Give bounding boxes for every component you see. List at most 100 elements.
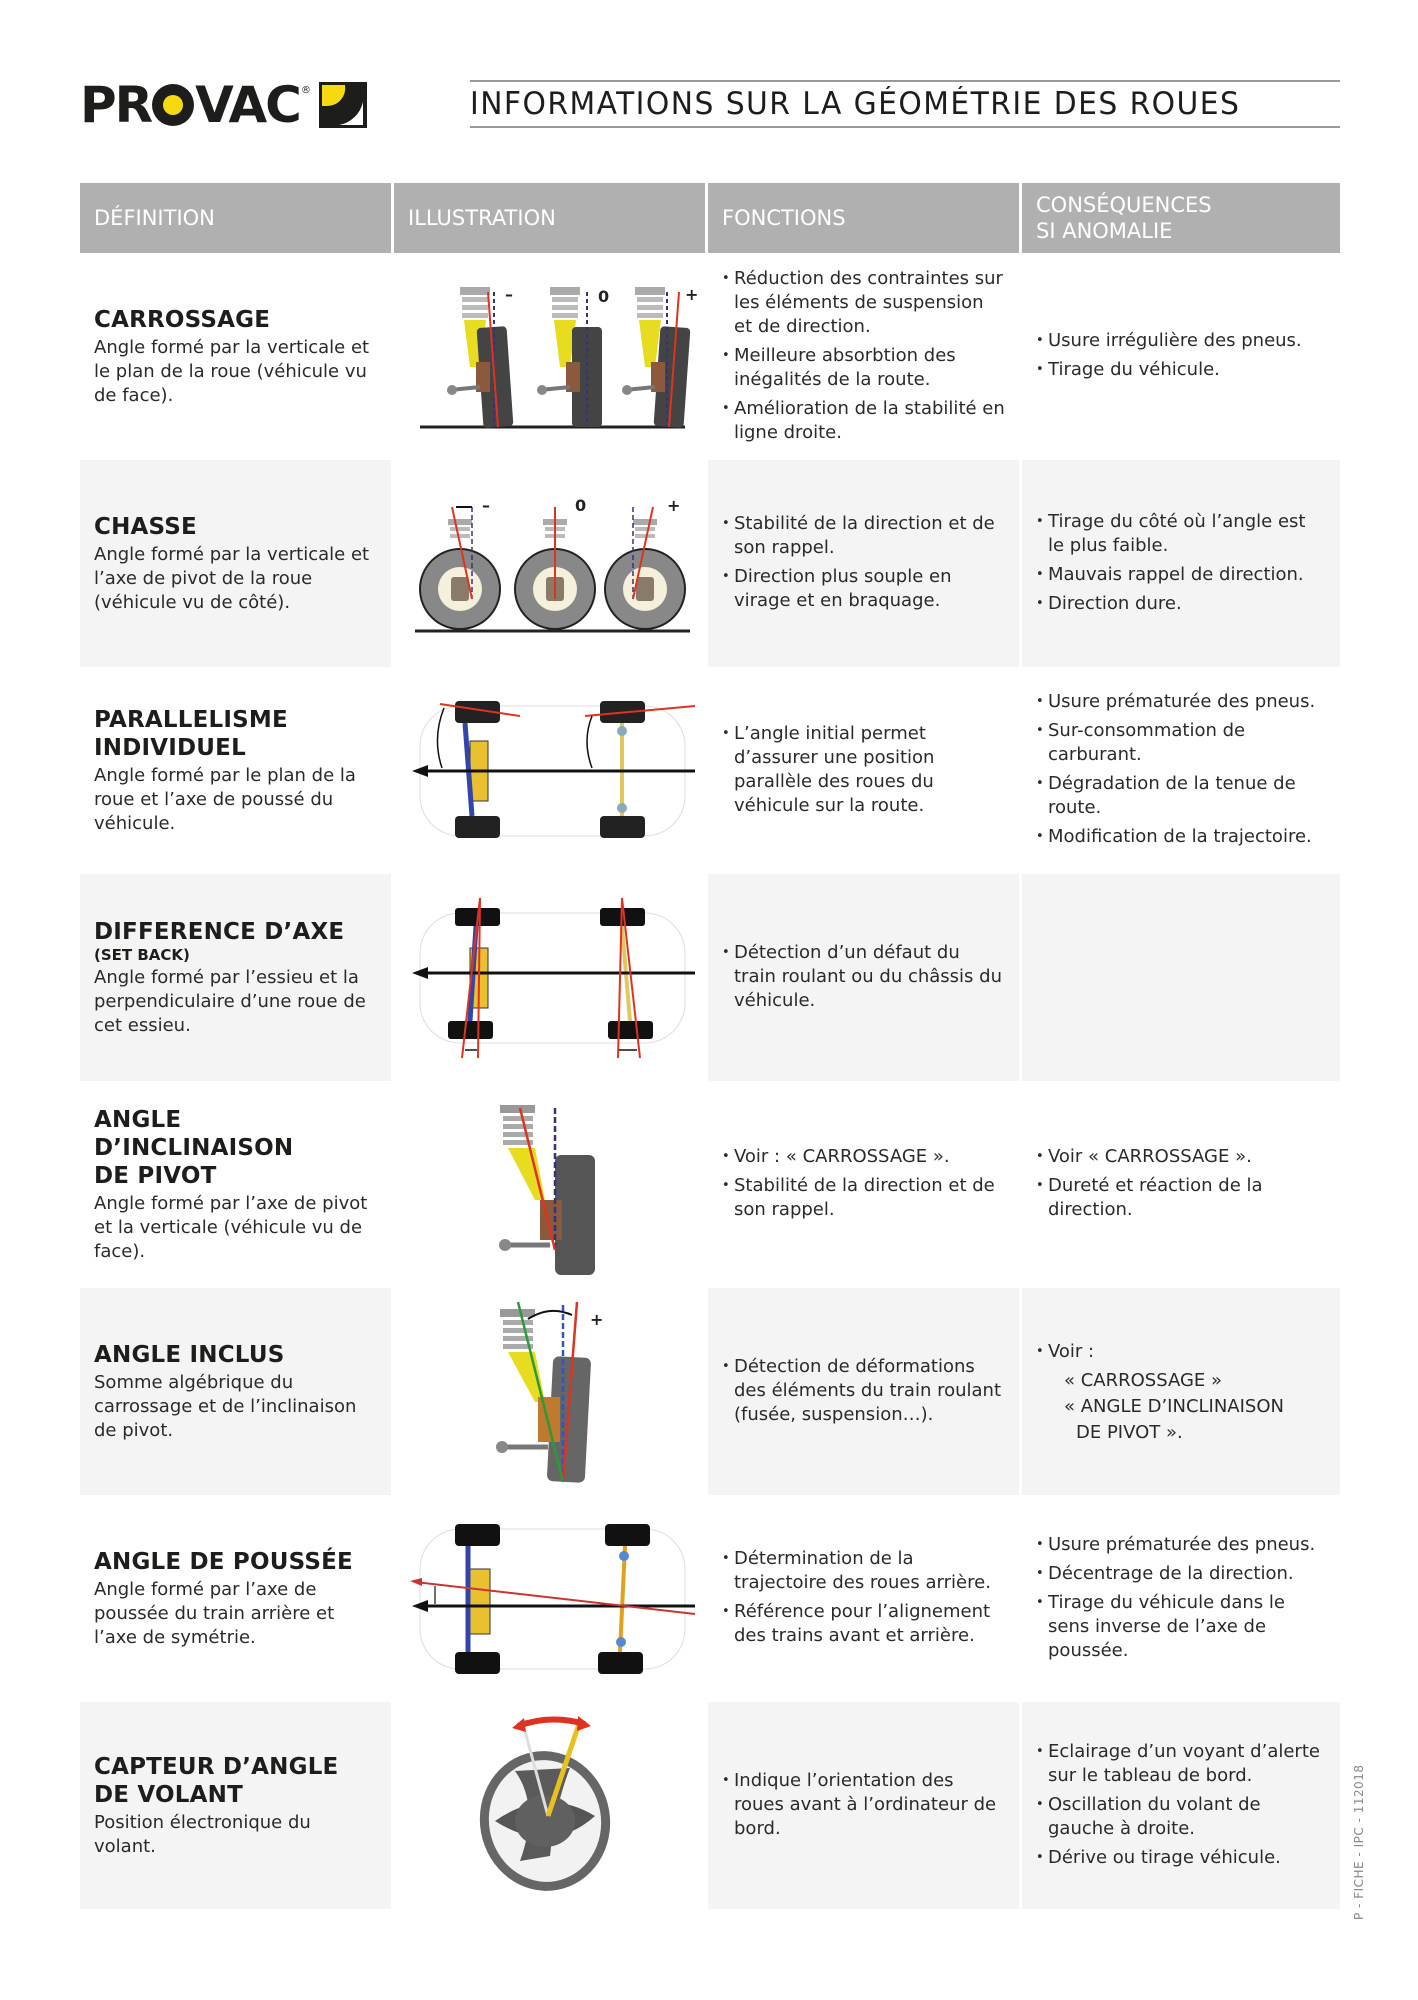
functions-list: Indique l’orientation des roues avant à … xyxy=(722,1766,1005,1846)
functions-cell: Détermination de la trajectoire des roue… xyxy=(708,1495,1022,1702)
row-title: ANGLE DE POUSSÉE xyxy=(94,1548,353,1575)
function-item: Détection de déformations des éléments d… xyxy=(722,1355,1005,1427)
row-title: PARALLELISME INDIVIDUEL xyxy=(94,706,288,761)
consequences-cell: Voir « CARROSSAGE ». Dureté et réaction … xyxy=(1022,1081,1340,1288)
function-item: Réduction des contraintes sur les élémen… xyxy=(722,267,1005,339)
function-item: Référence pour l’alignement des trains a… xyxy=(722,1600,1005,1648)
consequences-list: Usure prématurée des pneus. Décentrage d… xyxy=(1036,1530,1326,1668)
thrust-angle-diagram-icon xyxy=(409,1523,695,1674)
definition-cell: PARALLELISME INDIVIDUEL Angle formé par … xyxy=(80,667,394,874)
row-title: CAPTEUR D’ANGLE DE VOLANT xyxy=(94,1753,339,1808)
functions-list: L’angle initial permet d’assurer une pos… xyxy=(722,719,1005,823)
consequence-item: Voir : xyxy=(1036,1340,1326,1364)
svg-text:–: – xyxy=(482,496,490,515)
setback-diagram-icon xyxy=(411,897,695,1058)
functions-cell: Stabilité de la direction et de son rapp… xyxy=(708,460,1022,667)
function-item: Indique l’orientation des roues avant à … xyxy=(722,1769,1005,1841)
row-title: ANGLE INCLUS xyxy=(94,1341,285,1368)
table-row-carrossage: CARROSSAGE Angle formé par la verticale … xyxy=(80,253,1340,460)
row-title: CARROSSAGE xyxy=(94,306,271,333)
consequences-cell: Usure irrégulière des pneus. Tirage du v… xyxy=(1022,253,1340,460)
functions-list: Détection de déformations des éléments d… xyxy=(722,1352,1005,1432)
svg-text:–: – xyxy=(505,285,513,304)
functions-cell: Détection de déformations des éléments d… xyxy=(708,1288,1022,1495)
consequence-item: Tirage du véhicule. xyxy=(1036,358,1326,382)
row-definition: Angle formé par la verticale et le plan … xyxy=(94,336,370,406)
illustration-cell xyxy=(394,667,708,874)
consequence-item: Tirage du côté où l’angle est le plus fa… xyxy=(1036,510,1326,558)
consequences-list: Tirage du côté où l’angle est le plus fa… xyxy=(1036,507,1326,621)
consequence-item: Dureté et réaction de la direction. xyxy=(1036,1174,1326,1222)
consequences-cell: Usure prématurée des pneus. Décentrage d… xyxy=(1022,1495,1340,1702)
function-item: Stabilité de la direction et de son rapp… xyxy=(722,512,1005,560)
consequence-ref: « ANGLE D’INCLINAISON xyxy=(1064,1395,1284,1417)
illustration-cell: + xyxy=(394,1288,708,1495)
consequences-cell: Eclairage d’un voyant d’alerte sur le ta… xyxy=(1022,1702,1340,1909)
row-definition: Angle formé par l’axe de pivot et la ver… xyxy=(94,1192,368,1262)
functions-list: Détection d’un défaut du train roulant o… xyxy=(722,938,1005,1018)
functions-cell: Détection d’un défaut du train roulant o… xyxy=(708,874,1022,1081)
consequence-item: Voir « CARROSSAGE ». xyxy=(1036,1145,1326,1169)
consequence-item: Usure irrégulière des pneus. xyxy=(1036,329,1326,353)
consequences-cell xyxy=(1022,874,1340,1081)
row-definition: Angle formé par le plan de la roue et l’… xyxy=(94,764,356,834)
provac-logo: PR VAC ® xyxy=(80,80,367,130)
caster-diagram-icon: – 0 + xyxy=(414,496,690,632)
consequences-list: Voir « CARROSSAGE ». Dureté et réaction … xyxy=(1036,1142,1326,1227)
column-header-definition: DÉFINITION xyxy=(80,183,394,253)
document-reference-code: P - FICHE - IPC - 112018 xyxy=(1352,1764,1366,1920)
included-angle-diagram-icon: + xyxy=(495,1301,603,1483)
illustration-cell xyxy=(394,1702,708,1909)
consequence-item: Modification de la trajectoire. xyxy=(1036,825,1326,849)
svg-text:+: + xyxy=(590,1310,603,1329)
function-item: Amélioration de la stabilité en ligne dr… xyxy=(722,397,1005,445)
illustration-cell xyxy=(394,1495,708,1702)
consequences-cell: Usure prématurée des pneus. Sur-consomma… xyxy=(1022,667,1340,874)
function-item: Détermination de la trajectoire des roue… xyxy=(722,1547,1005,1595)
consequence-item: Sur-consommation de carburant. xyxy=(1036,719,1326,767)
definition-cell: DIFFERENCE D’AXE (SET BACK) Angle formé … xyxy=(80,874,394,1081)
row-subtitle: (SET BACK) xyxy=(94,945,190,964)
row-title: ANGLE D’INCLINAISON DE PIVOT xyxy=(94,1106,294,1189)
consequence-item: Dégradation de la tenue de route. xyxy=(1036,772,1326,820)
consequence-item: Mauvais rappel de direction. xyxy=(1036,563,1326,587)
svg-text:+: + xyxy=(685,285,698,304)
consequences-list: Usure irrégulière des pneus. Tirage du v… xyxy=(1036,326,1326,387)
row-definition: Position électronique du volant. xyxy=(94,1811,311,1857)
consequence-ref: « CARROSSAGE » xyxy=(1064,1369,1223,1391)
consequences-list: Voir : « CARROSSAGE » « ANGLE D’INCLINAI… xyxy=(1036,1337,1326,1447)
page-title: INFORMATIONS SUR LA GÉOMÉTRIE DES ROUES xyxy=(470,86,1241,122)
definition-cell: CAPTEUR D’ANGLE DE VOLANT Position élect… xyxy=(80,1702,394,1909)
svg-text:0: 0 xyxy=(575,496,586,515)
table-row-angle-inclus: ANGLE INCLUS Somme algébrique du carross… xyxy=(80,1288,1340,1495)
functions-cell: Voir : « CARROSSAGE ». Stabilité de la d… xyxy=(708,1081,1022,1288)
column-header-consequences: CONSÉQUENCES SI ANOMALIE xyxy=(1022,183,1340,253)
logo-o-icon xyxy=(152,84,195,126)
consequence-item: Direction dure. xyxy=(1036,592,1326,616)
steering-wheel-diagram-icon xyxy=(479,1715,610,1891)
illustration-cell xyxy=(394,874,708,1081)
row-definition: Angle formé par l’essieu et la perpendic… xyxy=(94,966,366,1036)
logo-text-pr: PR xyxy=(80,76,153,134)
svg-text:+: + xyxy=(667,496,680,515)
functions-cell: Réduction des contraintes sur les élémen… xyxy=(708,253,1022,460)
illustration-cell xyxy=(394,1081,708,1288)
function-item: Détection d’un défaut du train roulant o… xyxy=(722,941,1005,1013)
table-row-angle-poussee: ANGLE DE POUSSÉE Angle formé par l’axe d… xyxy=(80,1495,1340,1702)
row-definition: Angle formé par la verticale et l’axe de… xyxy=(94,543,370,613)
row-definition: Somme algébrique du carrossage et de l’i… xyxy=(94,1371,357,1441)
table-row-difference-axe: DIFFERENCE D’AXE (SET BACK) Angle formé … xyxy=(80,874,1340,1081)
functions-list: Stabilité de la direction et de son rapp… xyxy=(722,509,1005,618)
svg-text:0: 0 xyxy=(598,287,609,306)
consequence-item: Usure prématurée des pneus. xyxy=(1036,1533,1326,1557)
logo-text-vac: VAC xyxy=(195,76,302,134)
function-item: Direction plus souple en virage et en br… xyxy=(722,565,1005,613)
function-item: Voir : « CARROSSAGE ». xyxy=(722,1145,1005,1169)
row-title: CHASSE xyxy=(94,513,197,540)
logo-wordmark: PR VAC ® xyxy=(80,76,311,134)
definition-cell: ANGLE INCLUS Somme algébrique du carross… xyxy=(80,1288,394,1495)
toe-diagram-icon xyxy=(411,700,695,838)
function-item: Stabilité de la direction et de son rapp… xyxy=(722,1174,1005,1222)
consequence-item: Tirage du véhicule dans le sens inverse … xyxy=(1036,1591,1326,1663)
consequences-list: Eclairage d’un voyant d’alerte sur le ta… xyxy=(1036,1737,1326,1875)
